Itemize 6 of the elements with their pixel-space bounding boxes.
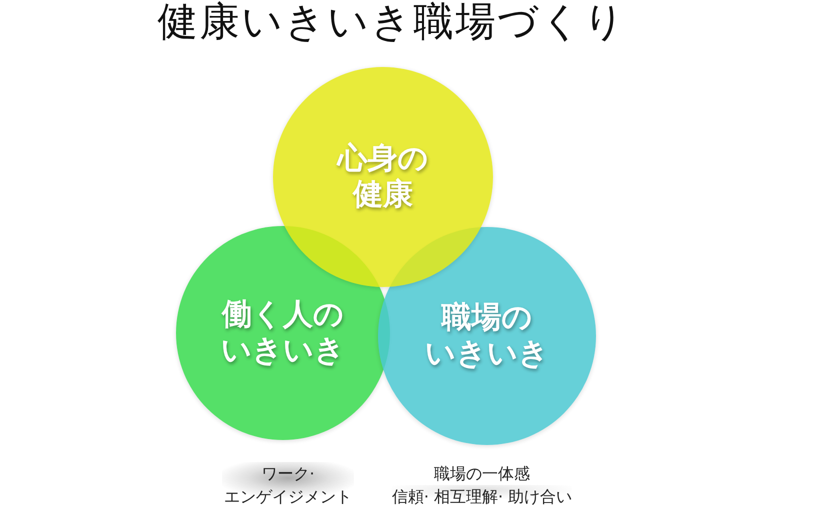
circle-label: 働く人のいきいき	[220, 297, 346, 369]
sub-label: 職場の一体感	[434, 463, 530, 485]
circle-label: 心身の健康	[336, 141, 430, 213]
sub-label: 信頼· 相互理解· 助け合い	[392, 485, 572, 508]
circle-label: 職場のいきいき	[424, 300, 550, 372]
title: 健康いきいき職場づくり	[158, 0, 626, 44]
